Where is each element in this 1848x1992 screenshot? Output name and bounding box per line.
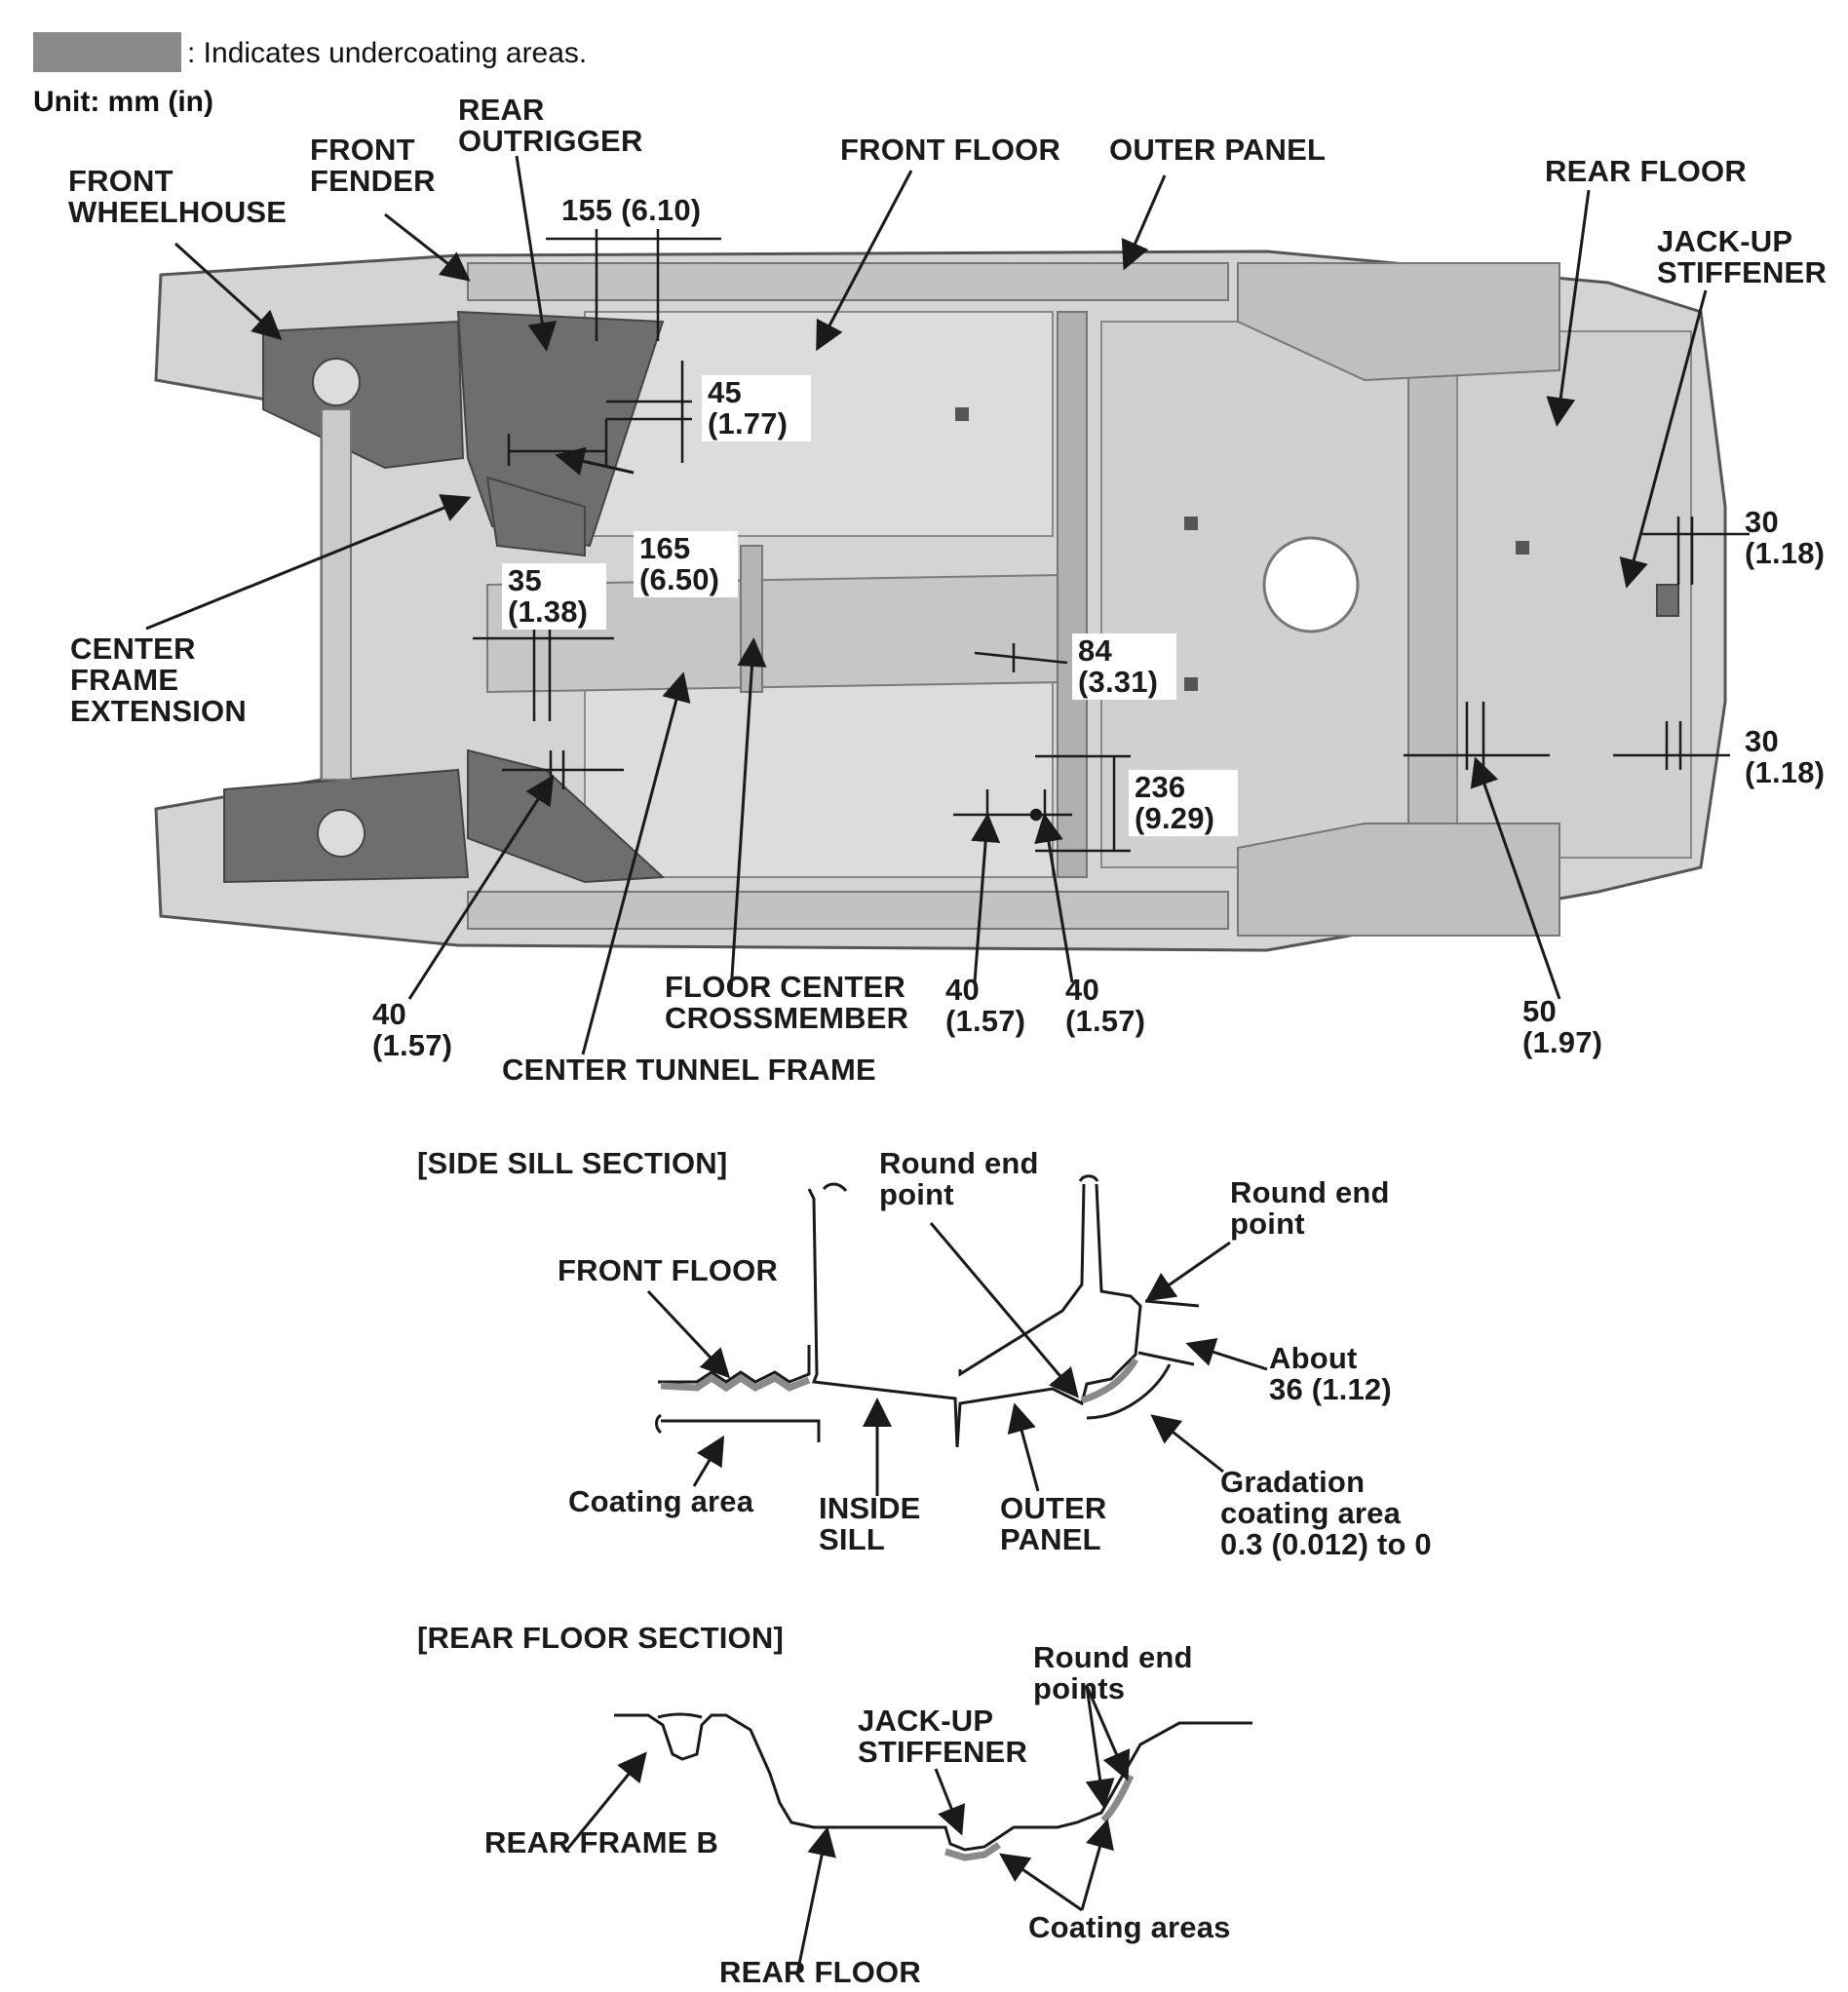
dim-45: 45 (1.77) xyxy=(702,375,811,441)
dim-236: 236 (9.29) xyxy=(1129,770,1238,836)
unit-label: Unit: mm (in) xyxy=(33,86,213,118)
side-sill-title: [SIDE SILL SECTION] xyxy=(417,1146,728,1180)
arrow-40-left xyxy=(407,774,555,1000)
legend-swatch xyxy=(33,32,181,72)
top-leaders xyxy=(145,155,1708,1055)
arrow-40-mid-a xyxy=(971,813,1001,983)
arrow-165 xyxy=(555,446,635,476)
dim-155: 155 (6.10) xyxy=(558,195,706,226)
arrow-front-wheelhouse xyxy=(173,242,283,341)
front-floor-lower xyxy=(584,681,1054,878)
label-rear-floor-section: REAR FLOOR xyxy=(719,1955,921,1989)
label-round-end-point-1: Round end point xyxy=(879,1146,1039,1211)
arrow-floor-crossmember xyxy=(729,637,767,993)
front-wheelhouse-top-coating xyxy=(262,320,465,470)
crossmember-bar xyxy=(1057,311,1088,878)
label-front-wheelhouse: FRONT WHEELHOUSE xyxy=(68,164,288,229)
label-rear-jack-up-stiffener: JACK-UP STIFFENER xyxy=(858,1704,1028,1769)
side-sill-section-drawing xyxy=(646,1174,1268,1496)
arrow-jack-up-stiffener xyxy=(1619,289,1708,589)
label-side-outer-panel: OUTER PANEL xyxy=(1000,1491,1107,1556)
dim-30-bottom: 30 (1.18) xyxy=(1745,724,1826,789)
label-rear-floor: REAR FLOOR xyxy=(1545,154,1747,188)
dim-40-left: 40 (1.57) xyxy=(372,997,453,1062)
label-coating-areas: Coating areas xyxy=(1028,1910,1231,1944)
label-floor-center-crossmember: FLOOR CENTER CROSSMEMBER xyxy=(665,970,909,1035)
dimension-lines xyxy=(473,229,1750,853)
label-rear-outrigger: REAR OUTRIGGER xyxy=(458,93,643,158)
center-frame-ext-coating xyxy=(485,476,586,557)
label-front-fender: FRONT FENDER xyxy=(310,133,436,198)
dim-50: 50 (1.97) xyxy=(1522,994,1603,1059)
outer-panel-top xyxy=(467,262,1229,301)
label-gradation: Gradation coating area 0.3 (0.012) to 0 xyxy=(1220,1465,1432,1561)
label-side-front-floor: FRONT FLOOR xyxy=(558,1253,779,1287)
rear-wheelhouse-top xyxy=(1237,262,1560,382)
arrow-center-frame-ext xyxy=(145,494,472,631)
dim-165: 165 (6.50) xyxy=(634,531,738,597)
rear-frame-col xyxy=(1407,321,1458,868)
arrow-front-floor xyxy=(816,170,913,352)
arrow-center-tunnel xyxy=(581,671,691,1055)
rear-wheelhouse-bottom xyxy=(1237,823,1560,937)
rear-floor-section-drawing xyxy=(563,1685,1252,1974)
label-round-end-point-2: Round end point xyxy=(1230,1175,1390,1241)
label-coating-area: Coating area xyxy=(568,1484,754,1518)
dim-40-mid-a: 40 (1.57) xyxy=(945,973,1026,1038)
label-inside-sill: INSIDE SILL xyxy=(819,1491,921,1556)
arrow-40-mid-b xyxy=(1034,813,1074,983)
dim-35: 35 (1.38) xyxy=(502,563,606,630)
dim-84: 84 (3.31) xyxy=(1072,633,1176,700)
underbody-illustration xyxy=(154,249,1727,952)
arrow-rear-floor xyxy=(1546,189,1591,427)
arrow-50 xyxy=(1470,756,1561,1000)
dim-30-top: 30 (1.18) xyxy=(1745,505,1826,570)
label-outer-panel: OUTER PANEL xyxy=(1109,133,1327,167)
label-about-36: About 36 (1.12) xyxy=(1269,1341,1392,1406)
rear-floor-title: [REAR FLOOR SECTION] xyxy=(417,1621,784,1655)
label-front-floor: FRONT FLOOR xyxy=(840,133,1061,167)
front-rail-vertical xyxy=(321,408,352,781)
label-jack-up-stiffener: JACK-UP STIFFENER xyxy=(1657,224,1828,289)
outer-panel-bottom xyxy=(467,891,1229,930)
jack-up-stiffener-coating xyxy=(1656,584,1679,617)
spare-tire-well xyxy=(1262,536,1360,633)
label-center-tunnel-frame: CENTER TUNNEL FRAME xyxy=(502,1053,876,1087)
rear-outrigger-bottom-coating xyxy=(467,748,666,884)
label-rear-frame-b: REAR FRAME B xyxy=(484,1825,719,1859)
arrow-front-fender xyxy=(384,212,471,282)
dim-40-mid-b: 40 (1.57) xyxy=(1065,973,1146,1038)
label-center-frame-extension: CENTER FRAME EXTENSION xyxy=(70,632,247,728)
arrow-outer-panel xyxy=(1121,174,1167,271)
legend-text: : Indicates undercoating areas. xyxy=(187,37,588,69)
label-round-end-points: Round end points xyxy=(1033,1640,1193,1705)
arrow-rear-outrigger xyxy=(515,155,558,352)
